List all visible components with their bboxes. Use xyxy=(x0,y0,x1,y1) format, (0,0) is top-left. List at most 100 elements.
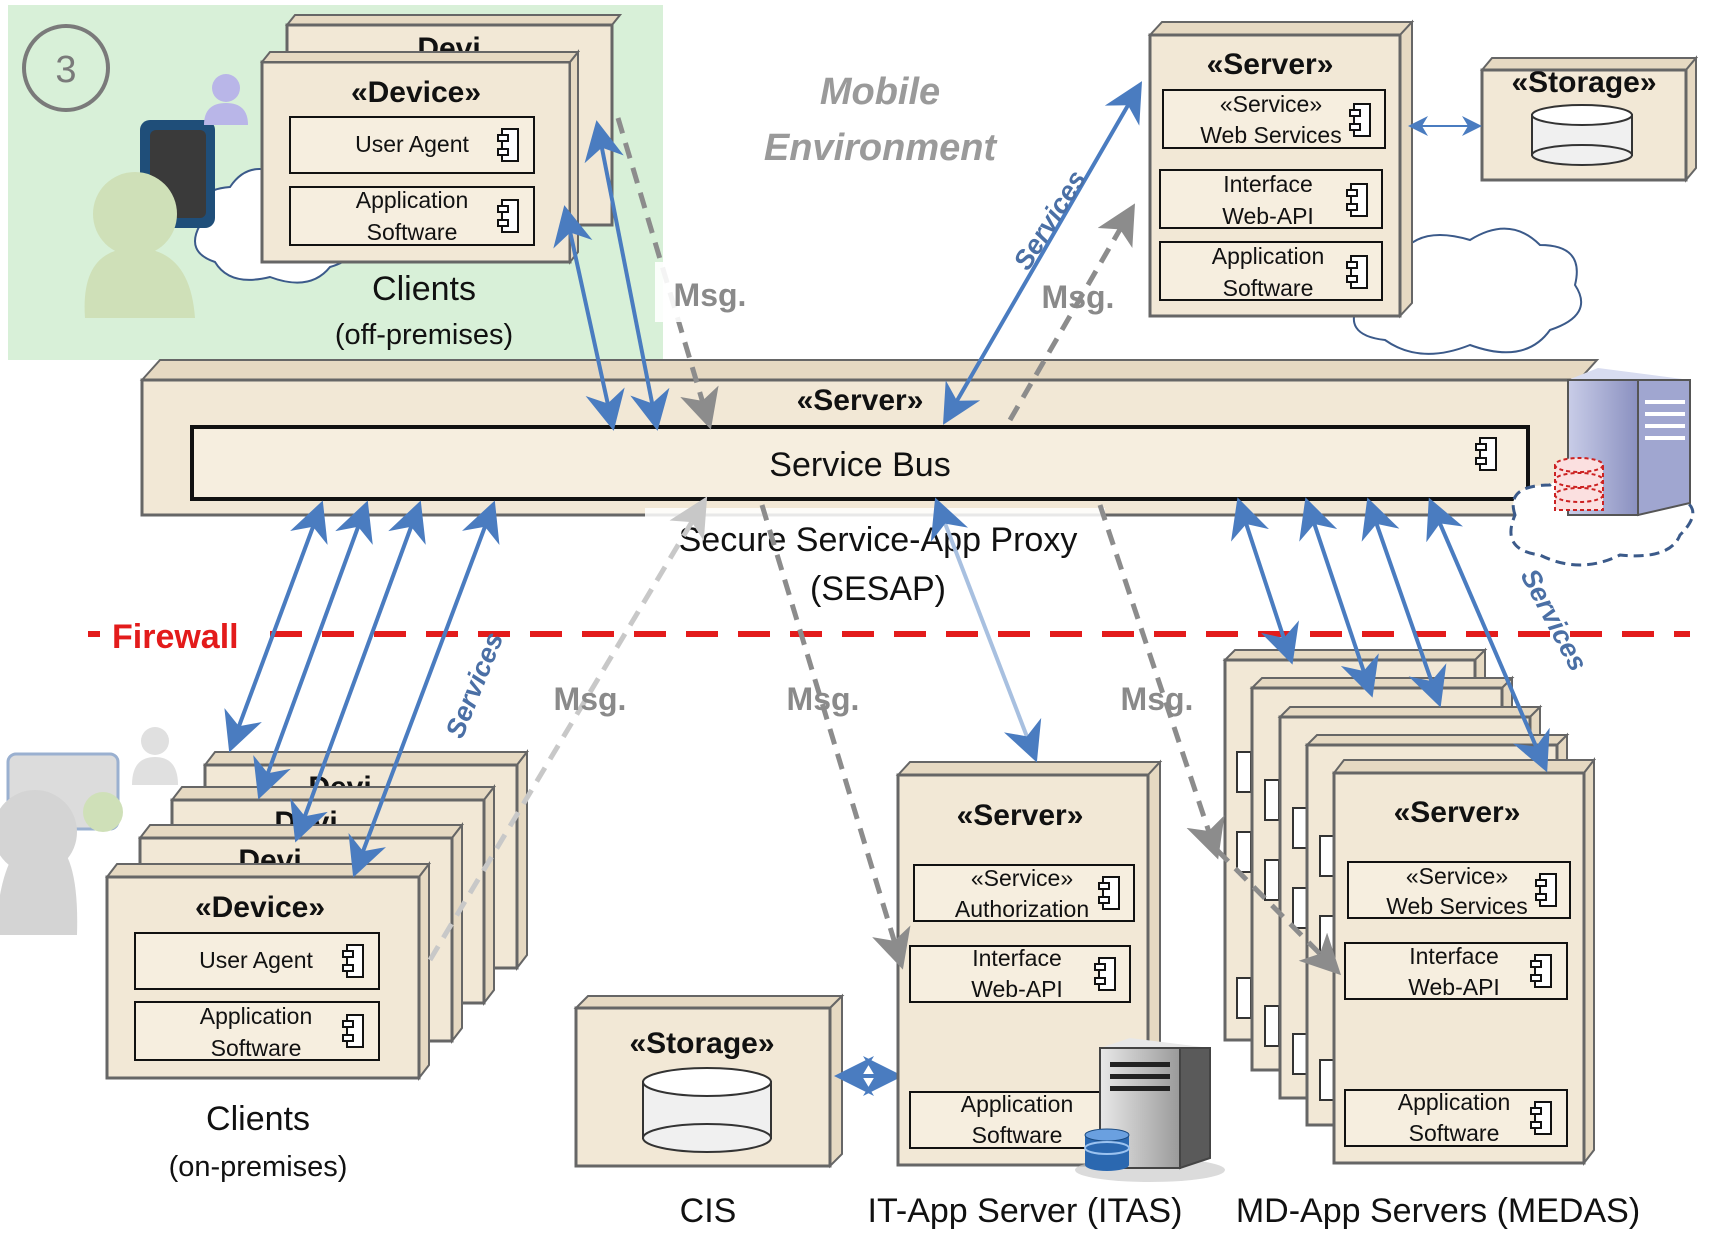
svg-text:«Server»: «Server» xyxy=(1394,796,1521,829)
svg-text:Web Services: Web Services xyxy=(1386,893,1527,919)
svg-text:«Server»: «Server» xyxy=(797,384,924,417)
onprem-msg-arrow xyxy=(427,496,708,962)
component-icon xyxy=(1530,1101,1552,1135)
onprem-bus-arrow-2 xyxy=(253,500,373,800)
svg-text:Interface: Interface xyxy=(1223,171,1313,197)
svg-text:«Service»: «Service» xyxy=(1220,91,1322,117)
clients-on-title: Clients xyxy=(206,1100,310,1138)
svg-text:«Service»: «Service» xyxy=(1406,863,1508,889)
medas-bus-arrow-4 xyxy=(1426,497,1550,773)
svg-text:«Server»: «Server» xyxy=(1207,48,1334,81)
itas-label: IT-App Server (ITAS) xyxy=(868,1192,1183,1229)
interface-webapi-component xyxy=(909,945,1131,1003)
cloud-server-node: «Server» «Service» Web Services Interfac… xyxy=(1147,19,1415,319)
msg-label-offprem: Msg. xyxy=(674,277,747,313)
sesap-server-node: «Server» Service Bus xyxy=(139,359,1600,517)
msg-label-onprem: Msg. xyxy=(554,681,627,717)
msg-label-medas: Msg. xyxy=(1121,681,1194,717)
svg-text:Software: Software xyxy=(1409,1120,1500,1146)
medas-msg-arrow xyxy=(1097,504,1225,860)
svg-text:Web-API: Web-API xyxy=(971,976,1063,1002)
application-software-component xyxy=(1344,1089,1568,1147)
services-label-medas: Services xyxy=(1515,564,1594,676)
firewall-label: Firewall xyxy=(112,618,239,656)
svg-text:Authorization: Authorization xyxy=(955,896,1089,922)
component-icon xyxy=(342,1014,364,1048)
onprem-bus-arrow-4 xyxy=(348,500,500,878)
step-badge-number: 3 xyxy=(55,49,76,91)
web-services-component xyxy=(1162,89,1386,149)
svg-text:Web-API: Web-API xyxy=(1408,974,1500,1000)
offprem-bus-arrow-2 xyxy=(584,120,670,431)
onprem-device-node: «Device» User Agent Application Software xyxy=(104,861,432,1081)
clients-off-subtitle: (off-premises) xyxy=(335,319,513,351)
svg-text:«Storage»: «Storage» xyxy=(629,1027,774,1060)
cloud-storage-node: «Storage» xyxy=(1479,55,1699,183)
sesap-title: Secure Service-App Proxy xyxy=(679,521,1078,559)
component-icon xyxy=(342,944,364,978)
svg-text:«Service»: «Service» xyxy=(971,865,1073,891)
application-software-component xyxy=(289,186,535,246)
svg-text:User Agent: User Agent xyxy=(355,131,469,157)
mobile-env-line1: Mobile xyxy=(820,71,940,113)
mobile-env-line2: Environment xyxy=(764,127,998,169)
component-icon xyxy=(497,199,519,233)
svg-text:Application: Application xyxy=(961,1091,1074,1117)
offprem-device-node: «Device» User Agent Application Software xyxy=(259,49,581,265)
svg-text:Application: Application xyxy=(1212,243,1325,269)
itas-msg-arrow xyxy=(759,504,911,970)
svg-text:Web-API: Web-API xyxy=(1222,203,1314,229)
svg-text:Service Bus: Service Bus xyxy=(769,446,950,484)
authorization-component xyxy=(913,864,1135,922)
cloud-server-arrow xyxy=(942,81,1143,425)
component-icon xyxy=(1094,957,1116,991)
svg-text:Software: Software xyxy=(211,1035,302,1061)
medas-label: MD-App Servers (MEDAS) xyxy=(1236,1192,1640,1229)
cloud-msg-arrow xyxy=(1007,203,1135,422)
services-arrows xyxy=(224,81,1550,878)
services-label-onprem: Services xyxy=(440,628,509,742)
application-software-component xyxy=(134,1001,380,1061)
component-icon xyxy=(1098,876,1120,910)
svg-text:Application: Application xyxy=(200,1003,313,1029)
component-icon xyxy=(1349,103,1371,137)
services-label-cloud: Services xyxy=(1008,165,1092,275)
svg-text:Interface: Interface xyxy=(972,945,1062,971)
database-icon xyxy=(1531,104,1633,166)
component-icon xyxy=(497,128,519,162)
svg-text:User Agent: User Agent xyxy=(199,947,313,973)
svg-text:Software: Software xyxy=(1223,275,1314,301)
web-services-component xyxy=(1347,861,1571,919)
svg-text:«Storage»: «Storage» xyxy=(1511,66,1656,99)
svg-text:Web Services: Web Services xyxy=(1200,122,1341,148)
component-icon xyxy=(1346,183,1368,217)
cis-label: CIS xyxy=(680,1192,737,1229)
medas-bus-arrow-2 xyxy=(1299,497,1379,698)
onprem-bus-arrow-1 xyxy=(224,500,328,753)
medas-msg-arrow-2 xyxy=(1215,848,1342,976)
service-bus-component xyxy=(190,425,1530,501)
svg-text:Application: Application xyxy=(356,187,469,213)
svg-text:Software: Software xyxy=(367,219,458,245)
message-arrows xyxy=(615,117,1342,976)
desktop-user-illustration xyxy=(0,727,178,935)
device-stereotype: «Device» xyxy=(351,76,481,109)
sesap-database-icon xyxy=(1554,457,1604,511)
application-software-component xyxy=(1159,241,1383,301)
interface-webapi-component xyxy=(1159,169,1383,229)
step-badge: 3 xyxy=(22,24,110,112)
component-icon xyxy=(1475,437,1497,471)
itas-server-node: «Server» «Service» Authorization Interfa… xyxy=(895,759,1163,1168)
cis-storage-node: «Storage» xyxy=(573,993,845,1169)
itas-bus-arrow xyxy=(930,497,1042,763)
svg-text:Software: Software xyxy=(972,1122,1063,1148)
clients-on-subtitle: (on-premises) xyxy=(169,1151,348,1183)
svg-text:«Server»: «Server» xyxy=(957,799,1084,832)
clients-off-title: Clients xyxy=(372,270,476,308)
msg-label-cloud: Msg. xyxy=(1042,279,1115,315)
user-agent-component xyxy=(289,116,535,174)
svg-text:Interface: Interface xyxy=(1409,943,1499,969)
component-icon xyxy=(1535,873,1557,907)
